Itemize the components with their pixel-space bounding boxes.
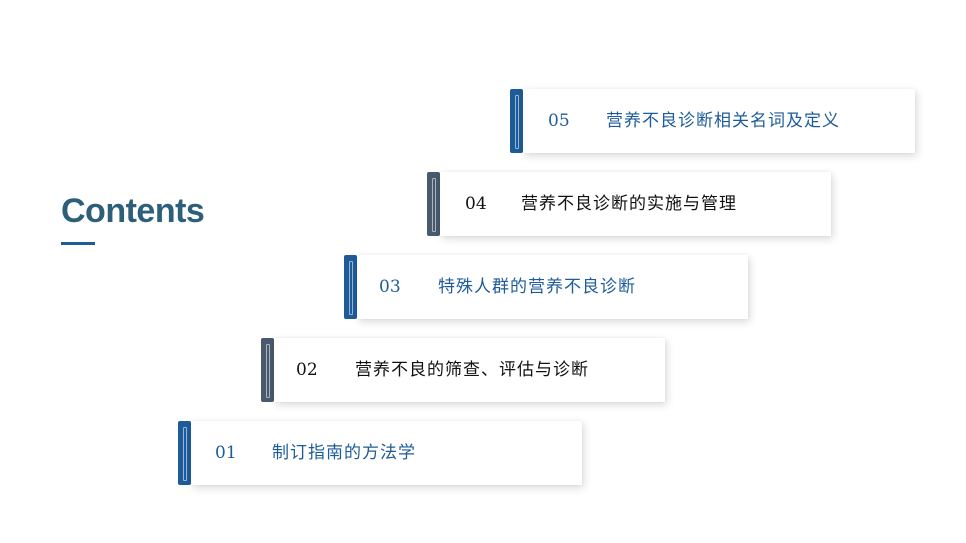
contents-heading: Contents bbox=[61, 192, 205, 230]
toc-item-accent-bar bbox=[510, 89, 523, 153]
toc-item-number: 05 bbox=[548, 111, 570, 131]
toc-item-number: 01 bbox=[215, 443, 237, 463]
toc-item-label: 制订指南的方法学 bbox=[272, 443, 416, 463]
toc-item-label: 特殊人群的营养不良诊断 bbox=[438, 277, 636, 297]
toc-item-label: 营养不良诊断的实施与管理 bbox=[521, 194, 737, 214]
toc-item-05[interactable]: 05 营养不良诊断相关名词及定义 bbox=[510, 89, 915, 153]
toc-item-04[interactable]: 04 营养不良诊断的实施与管理 bbox=[427, 172, 831, 236]
toc-item-02[interactable]: 02 营养不良的筛查、评估与诊断 bbox=[261, 338, 665, 402]
heading-underline bbox=[61, 242, 95, 245]
toc-item-card bbox=[191, 421, 582, 485]
toc-item-accent-bar bbox=[178, 421, 191, 485]
toc-item-label: 营养不良诊断相关名词及定义 bbox=[606, 111, 840, 131]
toc-item-card bbox=[523, 89, 915, 153]
toc-item-number: 04 bbox=[465, 194, 487, 214]
toc-item-accent-bar bbox=[344, 255, 357, 319]
toc-item-card bbox=[274, 338, 665, 402]
toc-item-03[interactable]: 03 特殊人群的营养不良诊断 bbox=[344, 255, 748, 319]
toc-item-accent-bar bbox=[261, 338, 274, 402]
toc-item-card bbox=[357, 255, 748, 319]
toc-item-number: 02 bbox=[296, 360, 318, 380]
toc-item-accent-bar bbox=[427, 172, 440, 236]
toc-item-card bbox=[440, 172, 831, 236]
toc-item-number: 03 bbox=[379, 277, 401, 297]
toc-item-01[interactable]: 01 制订指南的方法学 bbox=[178, 421, 582, 485]
toc-item-label: 营养不良的筛查、评估与诊断 bbox=[355, 360, 589, 380]
